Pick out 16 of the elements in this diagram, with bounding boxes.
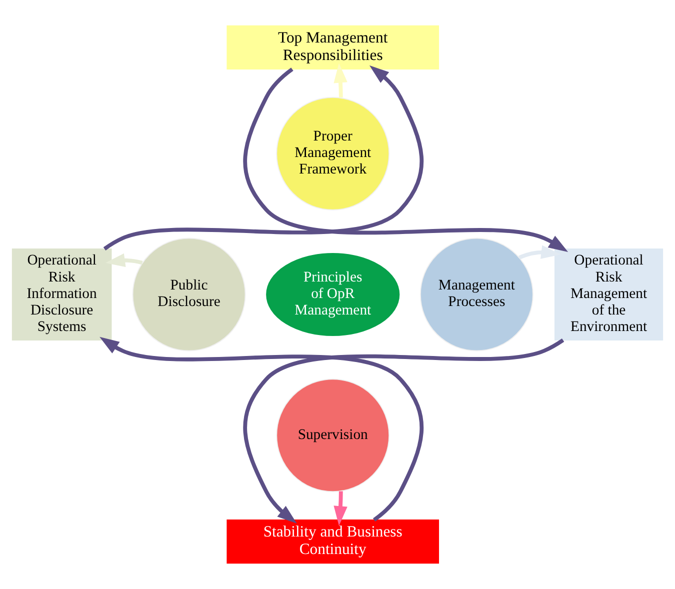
node-circle: Public Disclosure: [132, 238, 246, 352]
arrow: [334, 63, 348, 98]
arrow: [243, 338, 564, 524]
node-circle: Management Processes: [420, 238, 534, 352]
node-box: Operational Risk Information Disclosure Systems: [12, 248, 112, 340]
node-box: Top Management Responsibilities: [226, 25, 440, 70]
node-ellipse: Principles of OpR Management: [266, 252, 400, 336]
node-circle: Proper Management Framework: [276, 96, 390, 210]
node-box: Stability and Business Continuity: [226, 520, 440, 564]
arrow: [100, 336, 424, 522]
node-box: Operational Risk Management of the Environment: [554, 248, 664, 340]
arrow: [243, 68, 568, 252]
arrow: [103, 65, 424, 250]
arrow: [334, 491, 348, 526]
arrow: [105, 253, 143, 268]
node-circle: Supervision: [276, 378, 390, 492]
